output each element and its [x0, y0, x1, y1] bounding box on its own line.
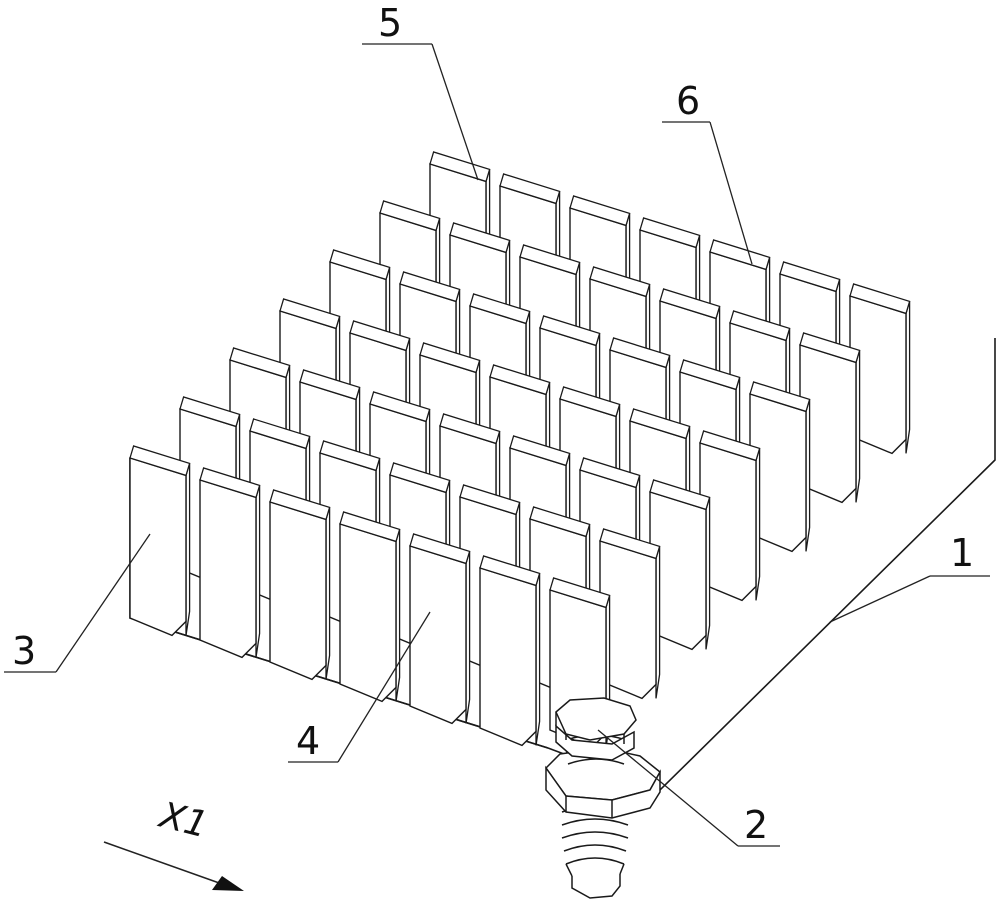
leader-line-6-diag: [709, 121, 753, 265]
lower-spring: [561, 805, 629, 899]
fin: [799, 332, 861, 504]
direction-arrow-head: [212, 876, 244, 891]
leader-line-3-diag: [55, 533, 151, 673]
fin: [269, 489, 331, 681]
fin-array: [129, 151, 911, 749]
label-6: 6: [676, 79, 700, 123]
direction-arrow-shaft: [103, 841, 223, 885]
fin: [339, 511, 401, 703]
fin: [129, 445, 191, 637]
fin: [479, 555, 541, 747]
label-2: 2: [744, 803, 768, 847]
label-3: 3: [12, 629, 36, 673]
lower-hex-nut: [545, 747, 661, 819]
fin: [849, 283, 911, 455]
fin: [749, 381, 811, 553]
fin: [649, 479, 711, 651]
leader-line-4-diag: [337, 611, 431, 763]
screw-head: [555, 697, 637, 761]
direction-indicator: X1: [103, 794, 244, 891]
spring-screw-assembly: [545, 697, 661, 899]
label-1: 1: [950, 531, 974, 575]
fin: [599, 528, 661, 700]
label-4: 4: [296, 719, 320, 763]
leader-line-5-diag: [431, 43, 479, 181]
labels: 5 6 1 3 4 2: [12, 1, 974, 847]
fin: [409, 533, 471, 725]
label-5: 5: [378, 1, 402, 45]
fin: [199, 467, 261, 659]
leader-line-1-diag: [829, 575, 931, 623]
annotations: [4, 43, 990, 847]
leader-line-2-diag: [597, 729, 739, 847]
direction-label: X1: [154, 794, 212, 846]
